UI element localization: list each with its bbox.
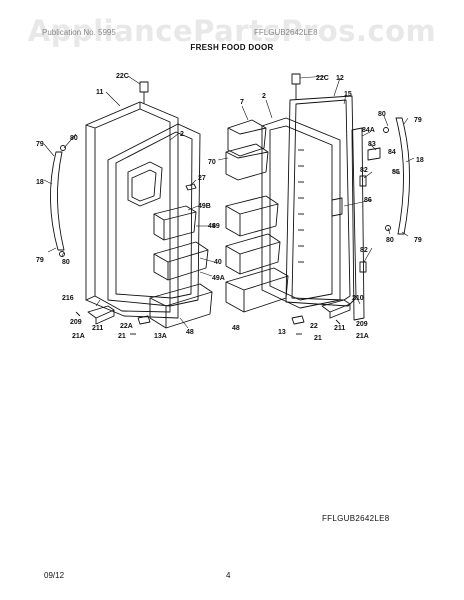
callout: 80 (62, 259, 70, 266)
callout: 210 (352, 295, 364, 302)
callout: 83 (368, 141, 376, 148)
callout: 86 (364, 197, 372, 204)
page-number: 4 (226, 571, 231, 580)
left-bin-40 (153, 241, 209, 281)
left-bottom-hinge (87, 305, 151, 325)
right-top-hinge (367, 147, 381, 161)
callout: 48 (232, 325, 240, 332)
callout: 80 (378, 111, 386, 118)
callout: 49 (208, 223, 216, 230)
callout: 85 (392, 169, 400, 176)
callout: 22 (310, 323, 318, 330)
screws (75, 311, 341, 335)
callout: 84 (388, 149, 396, 156)
callout: 80 (70, 135, 78, 142)
page-title: FRESH FOOD DOOR (190, 43, 274, 52)
callout: 49B (198, 203, 211, 210)
header-model: FFLGUB2642LE8 (254, 28, 318, 37)
callout: 49A (212, 275, 225, 282)
callout: 211 (92, 325, 103, 332)
callout: 48 (186, 329, 194, 336)
right-bin-48 (225, 267, 289, 313)
callout: 79 (414, 117, 422, 124)
callout: 80 (386, 237, 394, 244)
callout: 12 (336, 75, 344, 82)
callout: 21 (314, 335, 322, 342)
left-door-liner (107, 123, 201, 307)
right-hinge-cap (291, 73, 301, 100)
callout: 21 (118, 333, 126, 340)
callout: 84A (362, 127, 375, 134)
publication-date: 09/12 (44, 571, 65, 580)
right-bin-49 (225, 195, 279, 237)
right-bottom-hinge (291, 299, 351, 325)
callout: 18 (416, 157, 424, 164)
callout: 79 (36, 141, 44, 148)
callout: 216 (62, 295, 74, 302)
right-shelf-7 (227, 119, 267, 157)
callout: 18 (36, 179, 44, 186)
callout: 2 (180, 131, 184, 138)
callout: 13 (278, 329, 286, 336)
callout: 70 (208, 159, 216, 166)
callout: 2 (262, 93, 266, 100)
callout: 22A (120, 323, 133, 330)
callout: 79 (36, 257, 44, 264)
callout: 82 (360, 247, 368, 254)
watermark: AppliancePartsPros.com (27, 14, 437, 48)
left-dispenser-housing (127, 161, 163, 207)
model-number: FFLGUB2642LE8 (322, 514, 390, 523)
callout: 21A (356, 333, 369, 340)
callout: 211 (334, 325, 345, 332)
callout: 49 (212, 223, 220, 230)
right-handle (383, 117, 410, 235)
right-door-edge (331, 127, 367, 321)
callout: 27 (198, 175, 206, 182)
callout: 15 (344, 91, 352, 98)
callout: 209 (356, 321, 368, 328)
callout: 21A (72, 333, 85, 340)
leader-lines (43, 75, 415, 329)
callout: 209 (70, 319, 82, 326)
callout: 82 (360, 167, 368, 174)
right-door-outer (285, 95, 357, 307)
right-liner-holes (298, 149, 304, 263)
header-publication: Publication No. 5995 (42, 28, 116, 37)
left-bin-48 (149, 283, 213, 329)
callout: 22C (116, 73, 129, 80)
callout: 7 (240, 99, 244, 106)
right-door-liner (261, 117, 341, 309)
right-shelf-70 (225, 143, 269, 181)
callout-labels: 22C 11 80 2 79 18 27 49B 49 40 49A 48 79… (36, 73, 424, 342)
callout: 79 (414, 237, 422, 244)
left-door-outer (85, 101, 179, 319)
callout: 40 (214, 259, 222, 266)
callout: 22C (316, 75, 329, 82)
left-bin-49b (153, 205, 197, 241)
left-hinge-cap (139, 81, 149, 104)
callout: 11 (96, 89, 104, 96)
left-handle (50, 145, 66, 257)
right-bin-40 (225, 233, 281, 275)
callout: 13A (154, 333, 167, 340)
